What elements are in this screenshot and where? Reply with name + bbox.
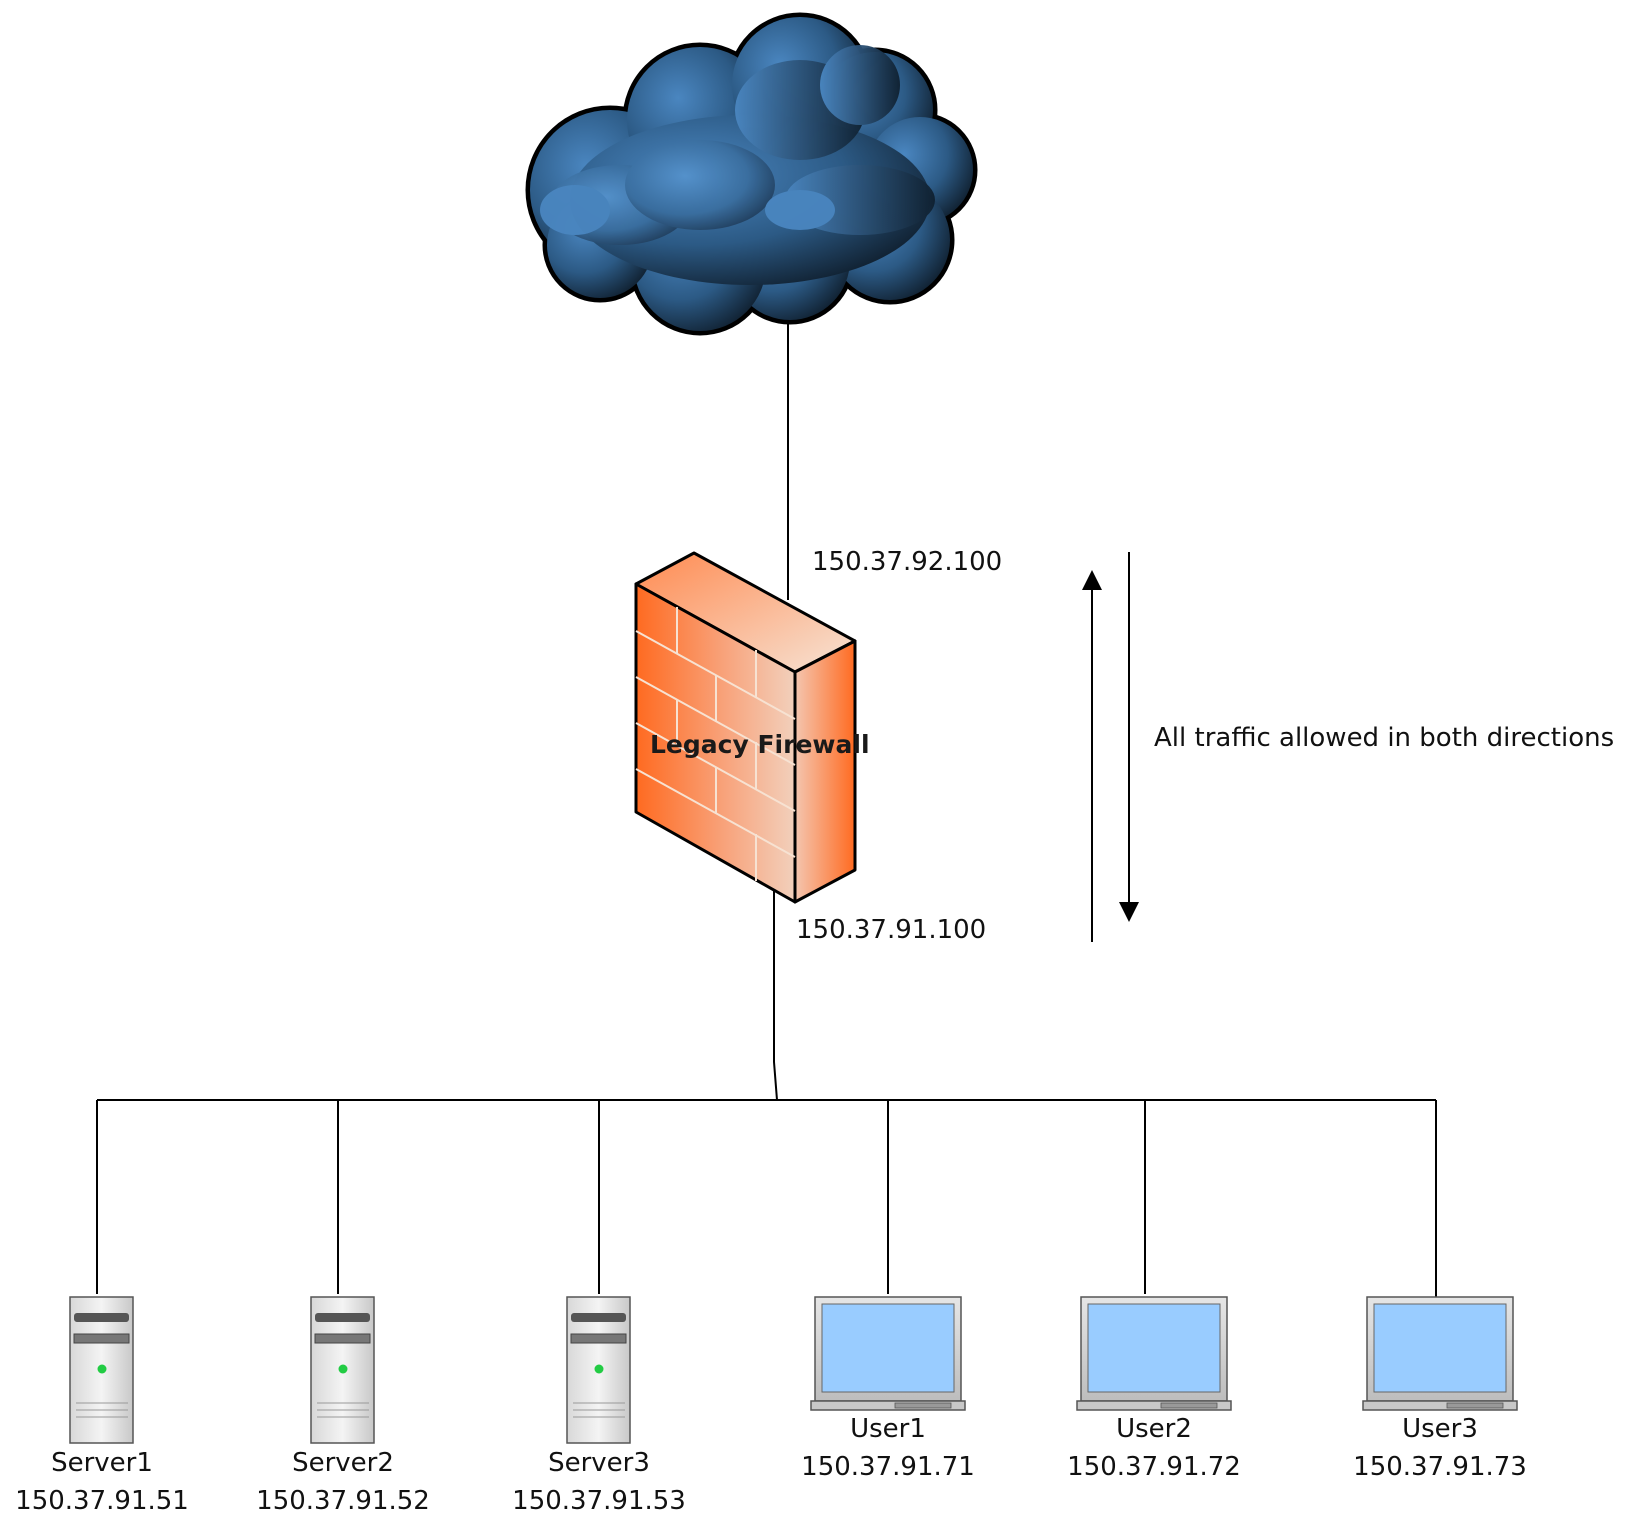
device-ip: 150.37.91.72 (1067, 1452, 1241, 1482)
user-node-2[interactable]: User2 150.37.91.72 (1067, 1296, 1241, 1482)
traffic-policy-note: All traffic allowed in both directions (1154, 723, 1614, 753)
device-ip: 150.37.91.71 (801, 1452, 975, 1482)
laptop-icon (1362, 1296, 1518, 1411)
device-ip: 150.37.91.52 (256, 1486, 430, 1516)
user-node-1[interactable]: User1 150.37.91.71 (801, 1296, 975, 1482)
outside-interface-ip: 150.37.92.100 (812, 547, 1002, 577)
server-node-1[interactable]: Server1 150.37.91.51 (15, 1296, 189, 1516)
device-ip: 150.37.91.51 (15, 1486, 189, 1516)
firewall-icon[interactable]: Legacy Firewall (634, 551, 870, 904)
connection-lines (96, 300, 1437, 1300)
user-node-3[interactable]: User3 150.37.91.73 (1353, 1296, 1527, 1482)
server-node-3[interactable]: Server3 150.37.91.53 (512, 1296, 686, 1516)
device-name: User3 (1402, 1414, 1478, 1444)
device-name: Server3 (548, 1448, 650, 1478)
server-icon (566, 1296, 631, 1444)
inside-interface-ip: 150.37.91.100 (796, 915, 986, 945)
server-node-2[interactable]: Server2 150.37.91.52 (256, 1296, 430, 1516)
laptop-icon (810, 1296, 966, 1411)
device-name: User2 (1116, 1414, 1192, 1444)
cloud-icon (525, 12, 978, 336)
device-ip: 150.37.91.73 (1353, 1452, 1527, 1482)
traffic-arrows (1082, 552, 1139, 942)
server-icon (69, 1296, 134, 1444)
firewall-to-lan-link (773, 885, 778, 1101)
server-icon (310, 1296, 375, 1444)
laptop-icon (1076, 1296, 1232, 1411)
device-name: Server2 (292, 1448, 394, 1478)
device-name: Server1 (51, 1448, 153, 1478)
device-name: User1 (850, 1414, 926, 1444)
device-ip: 150.37.91.53 (512, 1486, 686, 1516)
firewall-label: Legacy Firewall (650, 730, 870, 759)
